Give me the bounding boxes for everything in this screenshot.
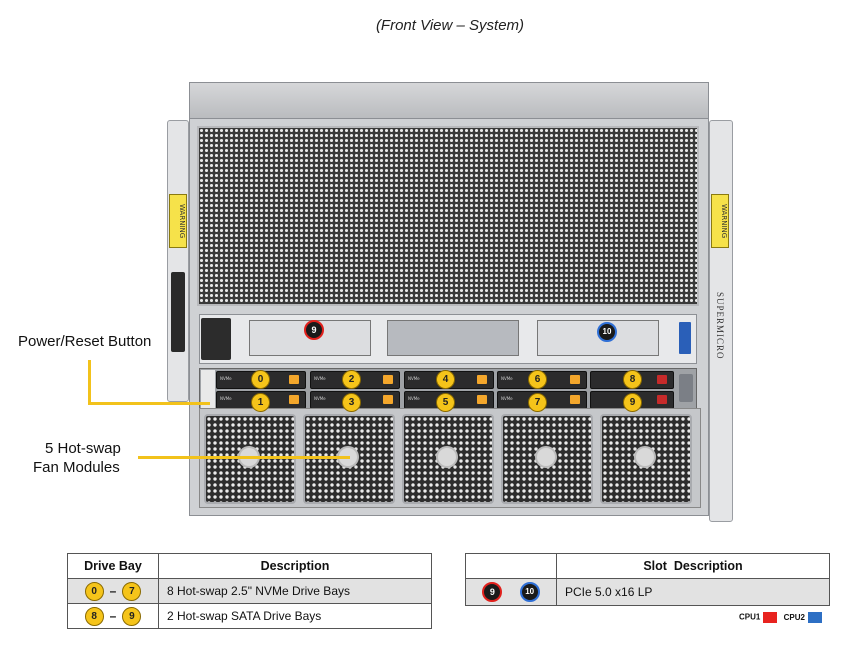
drive-badge-7: 7 <box>528 393 547 412</box>
drive-badge-1: 1 <box>251 393 270 412</box>
slot-table: Slot Description 9 10 PCIe 5.0 x16 LP <box>465 553 830 606</box>
slot-description-header: Slot Description <box>556 553 830 579</box>
fan-hub-icon <box>634 446 656 468</box>
chassis-top <box>189 82 709 120</box>
slot-desc-cell: PCIe 5.0 x16 LP <box>556 578 830 606</box>
front-io-panel <box>201 370 215 408</box>
table-row: 8–9 2 Hot-swap SATA Drive Bays <box>67 603 432 629</box>
drive-badge-0: 0 <box>251 370 270 389</box>
fan-hub-icon <box>535 446 557 468</box>
pcie-badge-10: 10 <box>597 322 617 342</box>
drive-bay-header: Drive Bay <box>67 553 159 579</box>
pcie-badge-9: 9 <box>482 582 503 602</box>
fan-callout-line2: Fan Modules <box>33 459 120 476</box>
drive-badge-3: 3 <box>342 393 361 412</box>
range-dash: – <box>109 584 117 598</box>
usb-ports[interactable] <box>679 322 691 354</box>
drive-badge-7: 7 <box>122 581 142 601</box>
drive-desc-cell: 8 Hot-swap 2.5" NVMe Drive Bays <box>158 578 432 604</box>
drive-desc-cell: 2 Hot-swap SATA Drive Bays <box>158 603 432 629</box>
drive-badge-2: 2 <box>342 370 361 389</box>
left-warning-label: WARNING <box>169 194 187 248</box>
pcie-badge-9: 9 <box>304 320 324 340</box>
table-row: 9 10 PCIe 5.0 x16 LP <box>465 578 830 606</box>
cpu-legend: CPU1 CPU2 <box>739 612 822 623</box>
brand-label: SUPERMICRO <box>715 292 725 360</box>
right-rack-ear <box>709 120 733 522</box>
drive-badge-4: 4 <box>436 370 455 389</box>
cpu1-swatch <box>763 612 778 623</box>
center-blank-panel <box>387 320 519 356</box>
drive-badge-8: 8 <box>623 370 642 389</box>
cpu2-label: CPU2 <box>783 612 805 622</box>
drive-badge-6: 6 <box>528 370 547 389</box>
power-switch-block <box>201 318 231 360</box>
drive-badge-5: 5 <box>436 393 455 412</box>
cpu1-label: CPU1 <box>739 612 761 622</box>
drive-badge-8: 8 <box>84 606 104 626</box>
cpu2-swatch <box>807 612 822 623</box>
power-reset-callout: Power/Reset Button <box>18 333 152 350</box>
slot-badge-cell: 9 10 <box>465 578 557 606</box>
table-row: 0–7 8 Hot-swap 2.5" NVMe Drive Bays <box>67 578 432 604</box>
left-rack-ear <box>167 120 189 402</box>
left-handle <box>171 272 185 352</box>
description-header: Description <box>158 553 432 579</box>
figure-caption: (Front View – System) <box>375 17 525 34</box>
drive-bay-table: Drive Bay Description 0–7 8 Hot-swap 2.5… <box>67 553 432 629</box>
power-callout-line-v <box>88 360 91 404</box>
range-dash: – <box>109 609 117 623</box>
gpu-vent-mesh <box>197 126 699 306</box>
fan-callout-line <box>138 456 350 459</box>
drive-range-cell: 0–7 <box>67 578 159 604</box>
drive-range-cell: 8–9 <box>67 603 159 629</box>
pcie-badge-10: 10 <box>519 582 540 602</box>
drive-badge-0: 0 <box>84 581 104 601</box>
drive-badge-9: 9 <box>122 606 142 626</box>
right-warning-label: WARNING <box>711 194 729 248</box>
power-callout-line-h <box>88 402 210 405</box>
fan-callout-line1: 5 Hot-swap <box>45 440 121 457</box>
slot-blank-header <box>465 553 557 579</box>
fan-hub-icon <box>436 446 458 468</box>
drive-badge-9: 9 <box>623 393 642 412</box>
vga-port[interactable] <box>679 374 693 402</box>
